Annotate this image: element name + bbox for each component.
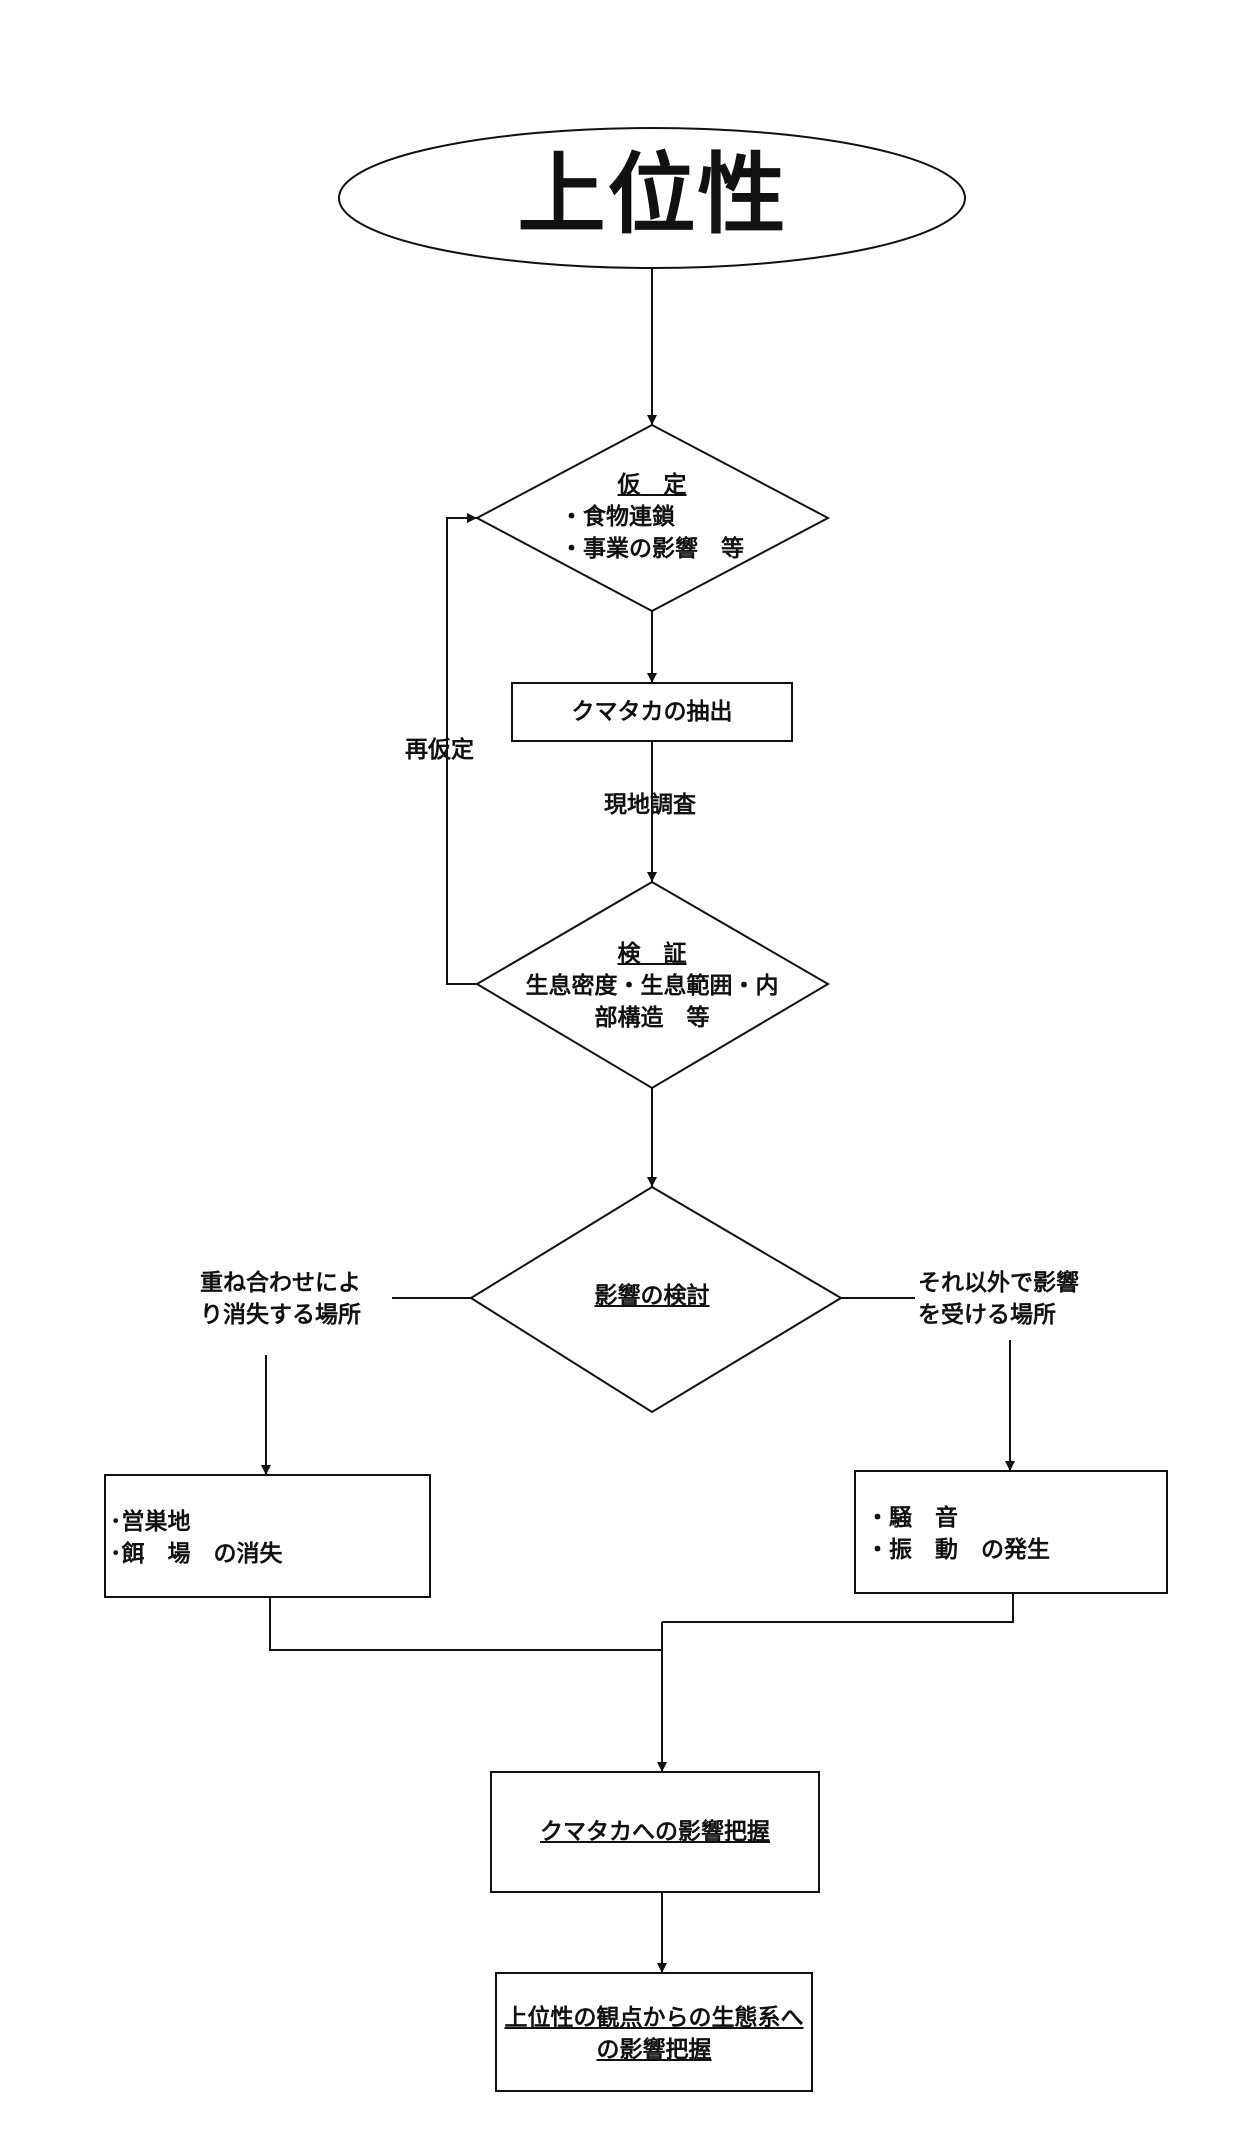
right-result-line-1: ・騒 音	[866, 1505, 958, 1531]
right-condition-line-1: それ以外で影響	[918, 1270, 1079, 1296]
left-condition-line-2: り消失する場所	[200, 1302, 361, 1328]
ecosystem-impact-line-2: の影響把握	[596, 2037, 712, 2063]
re-hypothesis-label: 再仮定	[405, 737, 474, 763]
impact-review-label: 影響の検討	[594, 1283, 710, 1309]
ecosystem-impact-box	[495, 1972, 813, 2092]
kumataka-impact-box	[490, 1771, 820, 1893]
impact-review-diamond	[469, 1185, 843, 1414]
verification-line-1: 生息密度・生息範囲・内	[525, 973, 779, 999]
left-result-box	[104, 1474, 431, 1598]
verification-heading: 検 証	[617, 941, 687, 967]
kumataka-impact-label: クマタカへの影響把握	[540, 1819, 770, 1845]
hypothesis-item-food-chain: ・食物連鎖	[560, 504, 675, 530]
title-text: 上位性	[517, 143, 788, 246]
extraction-label: クマタカの抽出	[571, 699, 733, 725]
connector-left-result-merge	[269, 1597, 662, 1651]
ecosystem-impact-line-1: 上位性の観点からの生態系へ	[504, 2005, 804, 2031]
left-result-line-2: ･餌 場 の消失	[110, 1541, 283, 1567]
hypothesis-item-project-impact: ・事業の影響 等	[560, 536, 744, 562]
connector-right-result-merge	[662, 1593, 1014, 1623]
connector-re-hypothesis-loop	[446, 513, 477, 985]
left-result-line-1: ･営巣地	[110, 1509, 191, 1535]
field-survey-label: 現地調査	[604, 792, 696, 818]
hypothesis-heading: 仮 定	[617, 472, 687, 498]
right-condition-line-2: を受ける場所	[918, 1302, 1056, 1328]
verification-line-2: 部構造 等	[594, 1005, 710, 1031]
left-condition-line-1: 重ね合わせによ	[200, 1270, 361, 1296]
right-result-line-2: ・振 動 の発生	[866, 1537, 1050, 1563]
